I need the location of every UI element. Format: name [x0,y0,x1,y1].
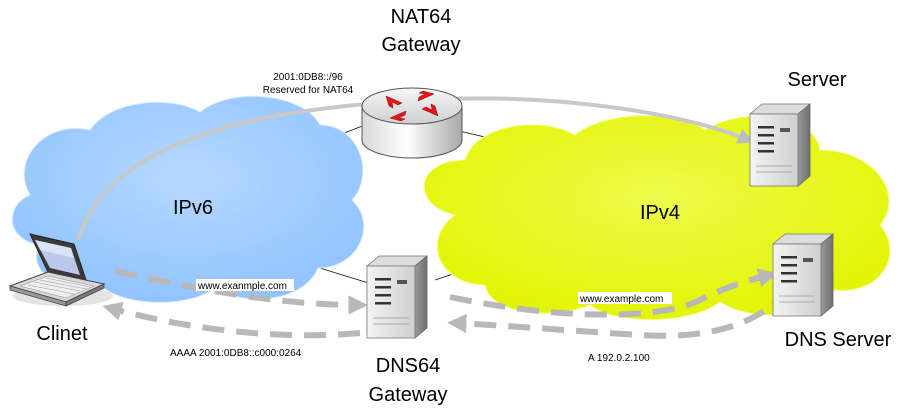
nat64-title-line2: Gateway [382,34,461,56]
prefix-annotation-line2: Reserved for NAT64 [263,85,354,96]
server-label: Server [788,69,847,91]
query-ipv4-bg [578,292,672,304]
dns-query-ipv6-arrow [114,268,368,315]
dns-answer-ipv6-arrow [102,301,361,339]
server-icon [749,103,811,187]
nat64-title-line1: NAT64 [391,6,452,28]
dns-server-icon [772,233,834,317]
dns64-title-line2: Gateway [369,384,448,406]
dns-query-ipv4-arrow [449,268,778,318]
dns64-title-line1: DNS64 [376,355,440,377]
dns-answer-ipv4-arrow [447,287,793,339]
laptop-icon [8,233,113,307]
query-ipv6-annotation: www.exanmple.com [197,281,287,292]
router-icon [361,87,463,159]
query-ipv4-annotation: www.example.com [579,294,663,305]
answer-a-annotation: A 192.0.2.100 [588,353,650,364]
dns-server-label: DNS Server [785,329,892,351]
query-ipv6-bg [196,279,294,291]
answer-aaaa-annotation: AAAA 2001:0DB8::c000:0264 [170,348,302,359]
ipv4-label: IPv4 [640,202,680,224]
ipv6-label: IPv6 [173,197,213,219]
dns64-server-icon [366,255,428,339]
client-label: Clinet [36,323,88,345]
prefix-annotation-line1: 2001:0DB8::/96 [273,72,343,83]
